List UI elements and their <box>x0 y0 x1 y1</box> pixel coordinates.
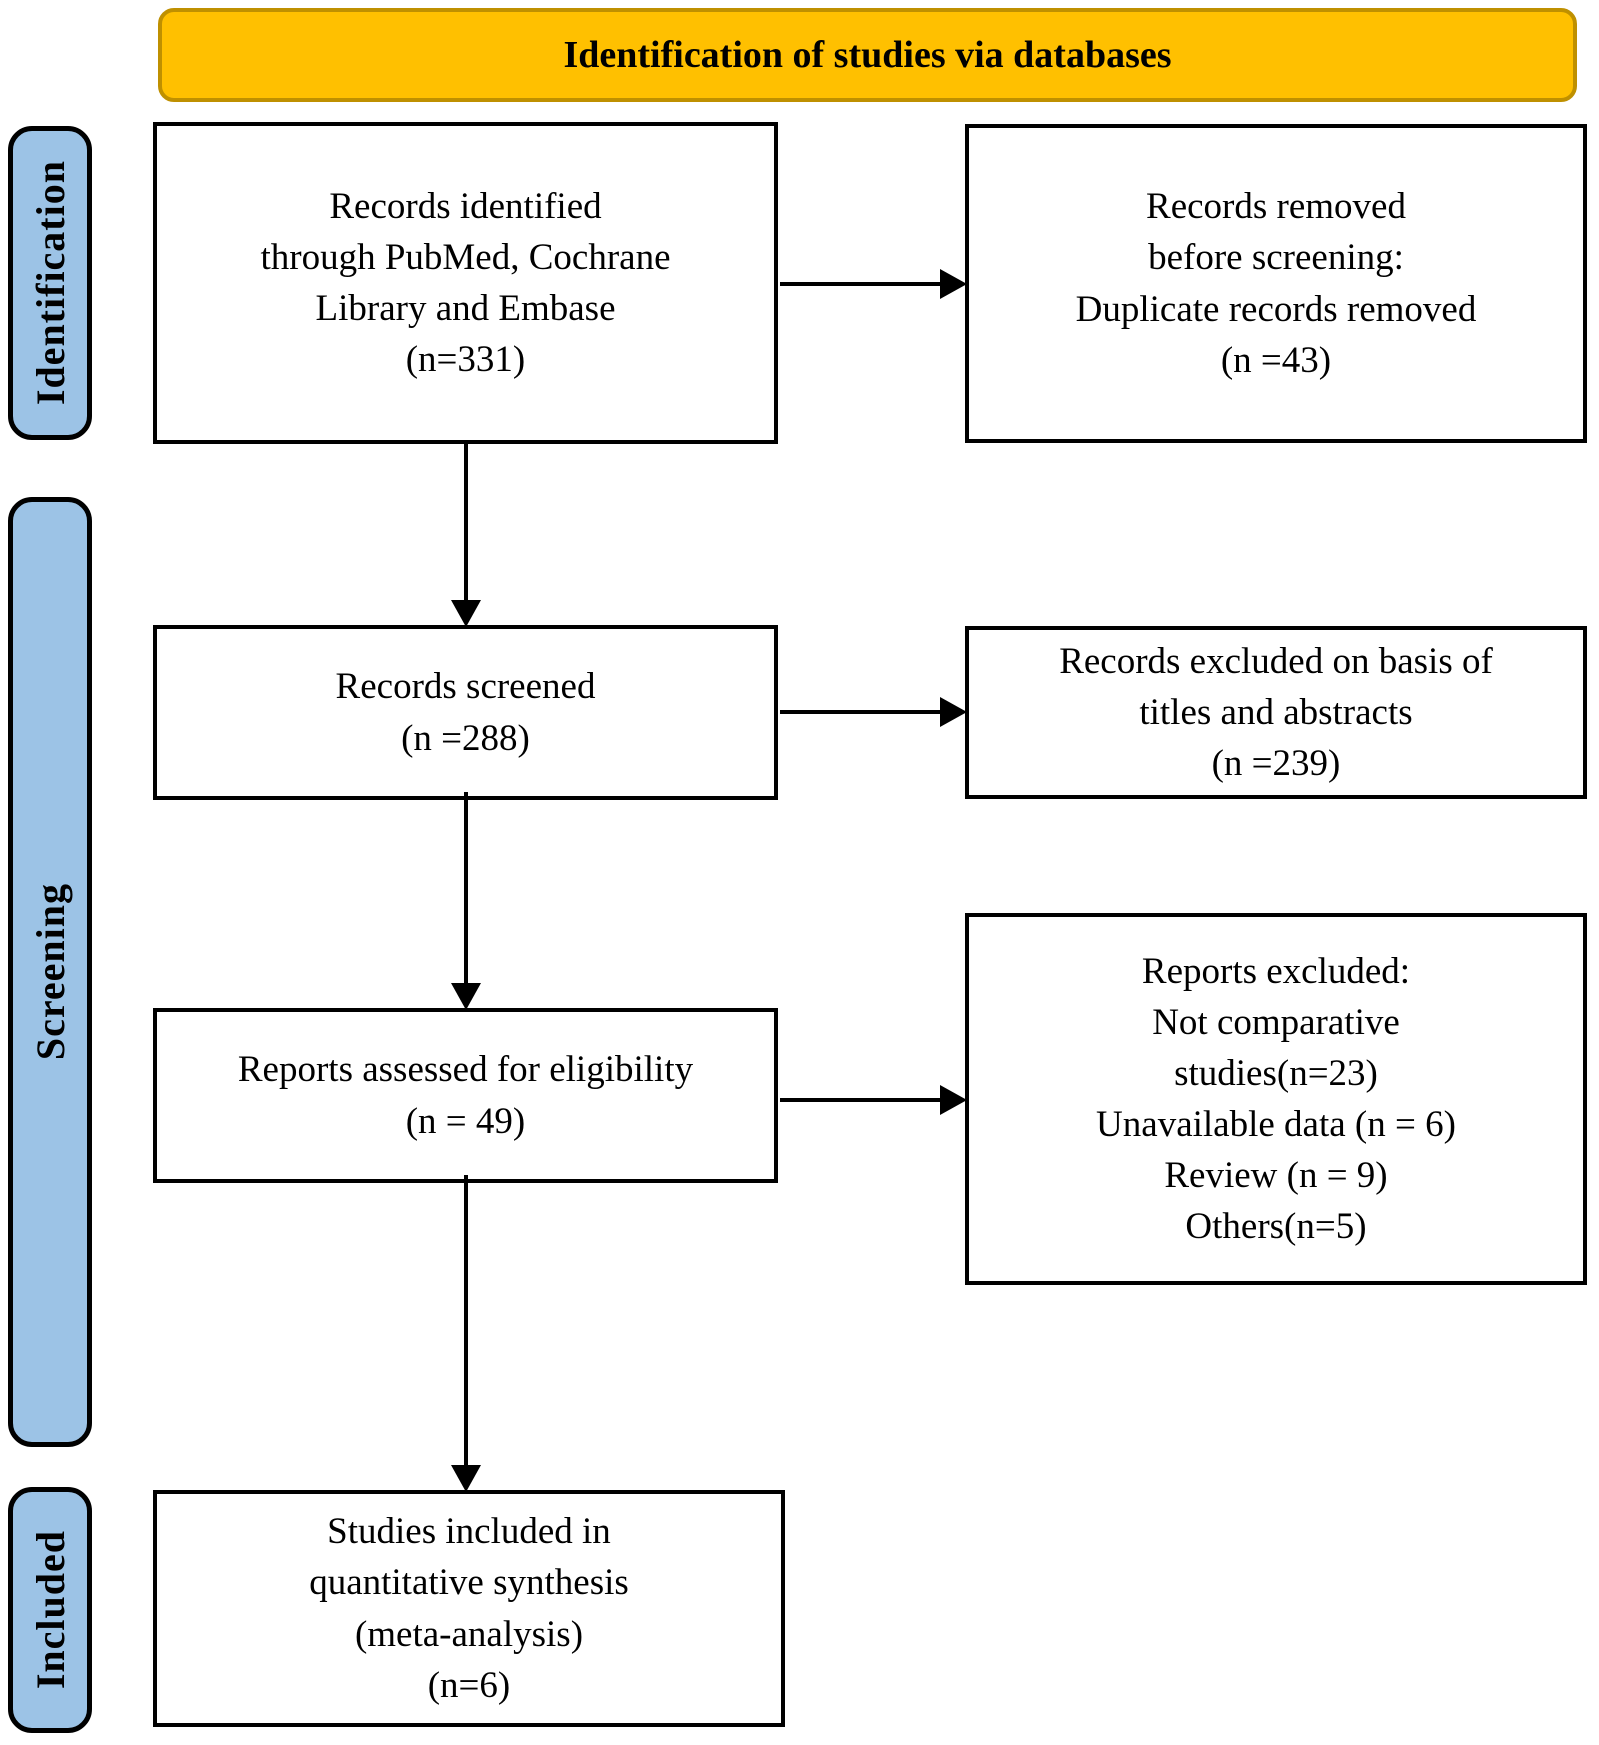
banner-title: Identification of studies via databases <box>563 34 1172 76</box>
box-studies-included-text: Studies included in quantitative synthes… <box>309 1511 629 1706</box>
arrow-shaft <box>780 282 945 286</box>
arrowhead-right-icon <box>940 1085 967 1115</box>
arrow-assessed-to-excluded <box>780 1085 967 1115</box>
stage-label-included: Included <box>27 1530 73 1690</box>
box-studies-included: Studies included in quantitative synthes… <box>153 1490 785 1727</box>
stage-bar-screening: Screening <box>8 497 92 1447</box>
box-reports-assessed-text: Reports assessed for eligibility (n = 49… <box>237 1049 694 1142</box>
box-records-identified: Records identified through PubMed, Cochr… <box>153 122 778 444</box>
arrow-identified-to-screened <box>451 444 481 627</box>
arrow-shaft <box>464 792 468 988</box>
arrow-shaft <box>464 444 468 605</box>
arrowhead-down-icon <box>451 1465 481 1492</box>
box-records-screened-text: Records screened (n =288) <box>335 666 596 759</box>
box-records-excluded: Records excluded on basis of titles and … <box>965 626 1587 799</box>
arrowhead-right-icon <box>940 697 967 727</box>
box-records-screened: Records screened (n =288) <box>153 625 778 800</box>
arrowhead-down-icon <box>451 600 481 627</box>
box-reports-excluded: Reports excluded: Not comparative studie… <box>965 913 1587 1285</box>
stage-bar-included: Included <box>8 1487 92 1733</box>
arrow-shaft <box>780 1098 945 1102</box>
box-reports-assessed: Reports assessed for eligibility (n = 49… <box>153 1008 778 1183</box>
stage-label-screening: Screening <box>27 883 73 1061</box>
box-records-removed: Records removed before screening: Duplic… <box>965 124 1587 443</box>
arrowhead-down-icon <box>451 983 481 1010</box>
stage-bar-identification: Identification <box>8 126 92 440</box>
arrow-screened-to-assessed <box>451 792 481 1010</box>
banner-identification-of-studies: Identification of studies via databases <box>158 8 1577 102</box>
arrow-shaft <box>780 710 945 714</box>
arrow-shaft <box>464 1175 468 1470</box>
box-records-excluded-text: Records excluded on basis of titles and … <box>1059 640 1493 785</box>
arrow-screened-to-excluded <box>780 697 967 727</box>
box-records-removed-text: Records removed before screening: Duplic… <box>1075 186 1477 381</box>
stage-label-identification: Identification <box>27 160 73 406</box>
box-reports-excluded-text: Reports excluded: Not comparative studie… <box>1096 950 1456 1248</box>
arrowhead-right-icon <box>940 269 967 299</box>
arrow-identified-to-removed <box>780 269 967 299</box>
box-records-identified-text: Records identified through PubMed, Cochr… <box>260 185 671 381</box>
arrow-assessed-to-included <box>451 1175 481 1492</box>
